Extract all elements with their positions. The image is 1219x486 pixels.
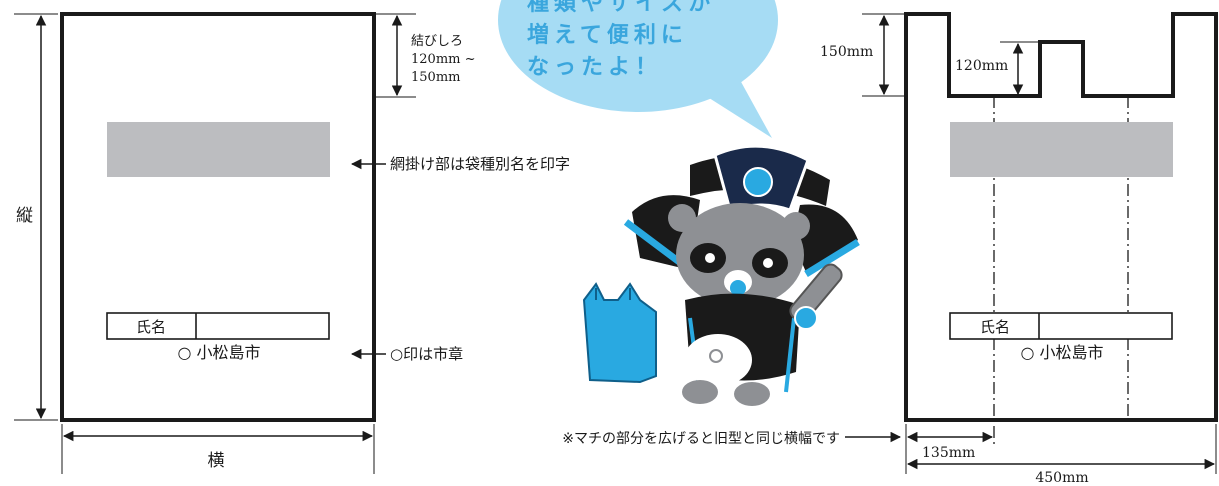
total-width-dimension: 450mm [906,424,1217,486]
svg-text:結びしろ 120mm ~ 150mm: 結びしろ 120mm ~ 150mm [411,34,480,85]
bubble-line-3: なったよ！ [527,55,662,80]
speech-bubble: 種類やサイズが 増えて便利に なったよ！ [498,0,778,138]
left-height-dimension: 縦 [14,13,58,421]
right-city-label: ○ 小松島市 [1020,343,1103,362]
tie-label-line-2: 120mm ~ [411,52,476,67]
right-name-box-label: 氏名 [980,318,1010,336]
width-label: 横 [208,451,225,471]
notch-depth-dimension: 120mm [955,41,1038,96]
svg-text:種類やサイズが 増えて便利に なった: 種類やサイズが 増えて便利に なったよ！ [527,0,728,80]
right-bag-name-box [949,312,1173,340]
left-bag-outline [60,12,376,422]
left-bag-print-area [107,122,330,177]
left-bag-name-box [106,312,330,340]
left-city-label: ○ 小松島市 [177,343,260,362]
bubble-line-2: 増えて便利に [527,22,688,48]
bubble-line-1: 種類やサイズが [527,0,715,16]
left-width-dimension: 横 [61,424,375,474]
gusset-callout: ※マチの部分を広げると旧型と同じ横幅です [562,431,902,447]
handle-height-dimension: 150mm [820,13,904,97]
seal-note: ○印は市章 [390,345,463,363]
right-bag-outline [904,12,1218,422]
plastic-bag-icon [582,282,657,384]
tie-margin-dimension: 結びしろ 120mm ~ 150mm [376,13,480,98]
mascot-character [623,144,860,406]
right-bag-diagram: 氏名 ○ 小松島市 [904,12,1218,446]
total-width-label: 450mm [1035,470,1088,486]
notch-depth-label: 120mm [955,58,1008,74]
handle-height-label: 150mm [820,44,873,60]
seal-callout: ○印は市章 [350,345,463,363]
gusset-width-dimension: 135mm [905,424,994,474]
gusset-note: ※マチの部分を広げると旧型と同じ横幅です [562,431,840,447]
print-area-note: 網掛け部は袋種別名を印字 [390,155,570,173]
right-bag-print-area [950,122,1173,177]
tie-label-line-3: 150mm [411,70,460,85]
gusset-width-label: 135mm [922,445,975,461]
tie-label-line-1: 結びしろ [411,34,463,49]
print-area-callout: 網掛け部は袋種別名を印字 [350,155,570,173]
left-name-box-label: 氏名 [136,318,166,336]
left-bag-diagram: 氏名 ○ 小松島市 [60,12,376,422]
height-label: 縦 [16,206,33,226]
